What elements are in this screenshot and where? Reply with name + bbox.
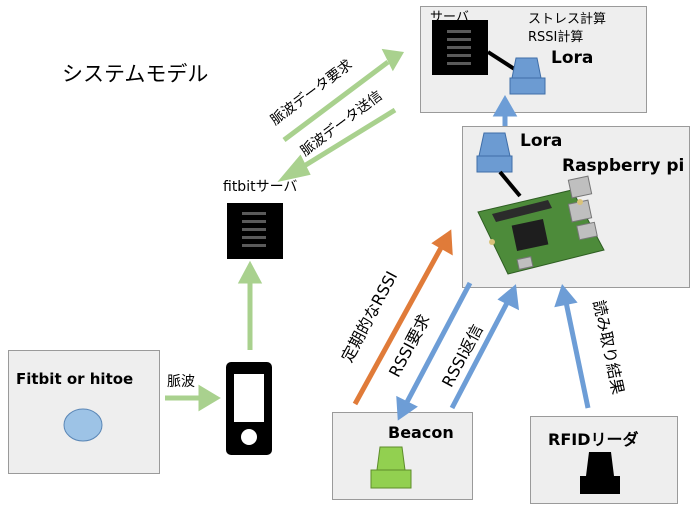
raspberry-pi-label: Raspberry pi	[562, 156, 685, 176]
lora-icon-raspberry	[476, 132, 513, 173]
smartphone-icon	[226, 362, 272, 455]
raspberry-lora-label: Lora	[520, 131, 563, 151]
rfid-reader-icon	[580, 452, 620, 494]
stress-calc-label: ストレス計算	[528, 12, 607, 27]
arrow-periodic-rssi	[352, 229, 453, 406]
arrow-read-result	[554, 283, 591, 409]
arrow-rssi-request	[396, 281, 473, 421]
fitbit-label: Fitbit or hitoe	[16, 370, 134, 388]
server-lora-label: Lora	[551, 48, 594, 68]
fitbit-server-rack-icon	[227, 203, 283, 259]
pulse-label: 脈波	[167, 374, 195, 390]
server-cable	[486, 50, 518, 72]
arrow-phone-to-fitbit-server	[237, 260, 263, 350]
arrow-fitbit-to-phone	[165, 384, 221, 412]
raspberry-cable	[498, 170, 522, 198]
beacon-icon	[370, 446, 412, 489]
arrow-rssi-reply	[449, 284, 520, 410]
fitbit-device-icon	[63, 408, 103, 442]
page-title: システムモデル	[62, 62, 209, 86]
server-label: サーバ	[430, 10, 469, 25]
arrow-pulse-send	[277, 107, 397, 183]
raspberry-pi-board-icon	[477, 175, 605, 275]
fitbit-server-label: fitbitサーバ	[223, 179, 298, 195]
arrow-pulse-request	[282, 48, 405, 142]
arrow-raspberry-to-server-lora	[492, 94, 518, 126]
rssi-calc-label: RSSI計算	[528, 30, 584, 45]
beacon-label: Beacon	[388, 423, 454, 442]
lora-icon-server	[509, 57, 546, 95]
rfid-label: RFIDリーダ	[548, 430, 639, 449]
server-rack-icon	[432, 20, 488, 75]
